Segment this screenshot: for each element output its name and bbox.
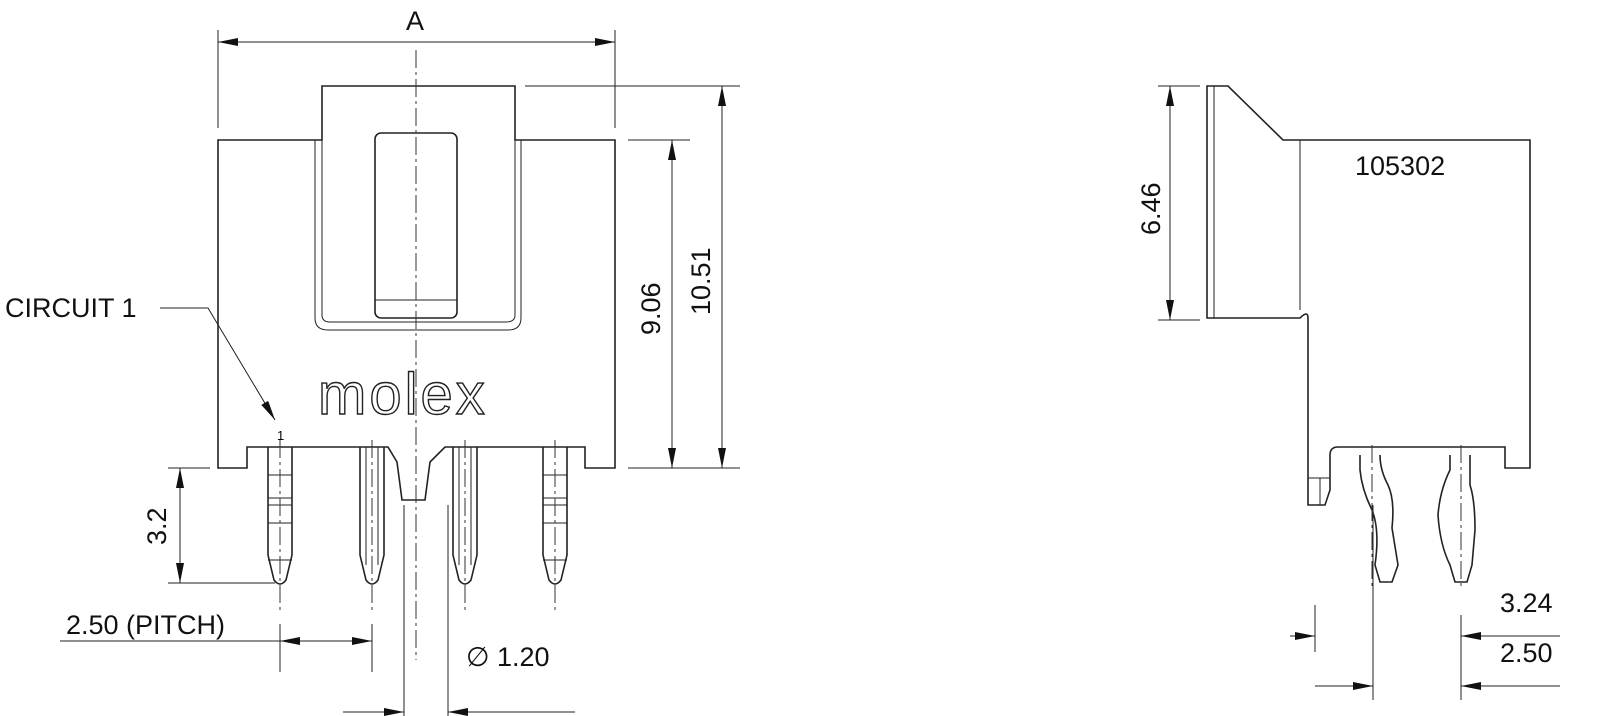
circuit-1-callout: CIRCUIT 1 1 (5, 293, 284, 443)
svg-text:A: A (406, 6, 424, 36)
svg-text:3.2: 3.2 (142, 507, 172, 545)
dimension-offset-2-50: 2.50 (1315, 615, 1560, 700)
housing-outline (217, 85, 616, 501)
dimension-side-height: 6.46 (1136, 85, 1200, 321)
svg-text:2.50: 2.50 (1500, 638, 1553, 668)
pin (452, 440, 478, 612)
side-view: 105302 6.46 3.24 2.50 (1136, 85, 1560, 700)
dimension-body-height: 9.06 (628, 139, 740, 469)
part-number: 105302 (1355, 151, 1445, 181)
svg-text:3.24: 3.24 (1500, 588, 1553, 618)
dimension-offset-3-24: 3.24 (1290, 505, 1560, 700)
svg-text:2.50 (PITCH): 2.50 (PITCH) (66, 610, 225, 640)
side-housing-outline (1206, 85, 1531, 506)
molex-logo: molex (318, 362, 488, 427)
pin (542, 440, 568, 612)
pins (267, 440, 568, 612)
pin (359, 440, 385, 612)
pin (267, 440, 293, 612)
dimension-pin-length: 3.2 (142, 467, 275, 584)
pin (1359, 454, 1399, 583)
side-pins (1359, 445, 1476, 590)
pin (1437, 455, 1476, 583)
latch-outline (314, 140, 522, 331)
front-view: molex A 9.06 10.51 3.2 2.50 (PITCH) ∅ 1.… (5, 6, 740, 716)
dimension-pin-diameter: ∅ 1.20 (343, 505, 575, 716)
dimension-total-height: 10.51 (525, 85, 740, 468)
dimension-a: A (217, 6, 616, 128)
svg-text:1: 1 (277, 428, 284, 443)
svg-text:CIRCUIT 1: CIRCUIT 1 (5, 293, 137, 323)
svg-text:∅ 1.20: ∅ 1.20 (466, 642, 550, 672)
svg-text:6.46: 6.46 (1136, 182, 1166, 235)
dimension-pitch: 2.50 (PITCH) (60, 610, 373, 672)
svg-text:9.06: 9.06 (636, 282, 666, 335)
svg-text:10.51: 10.51 (686, 247, 716, 315)
